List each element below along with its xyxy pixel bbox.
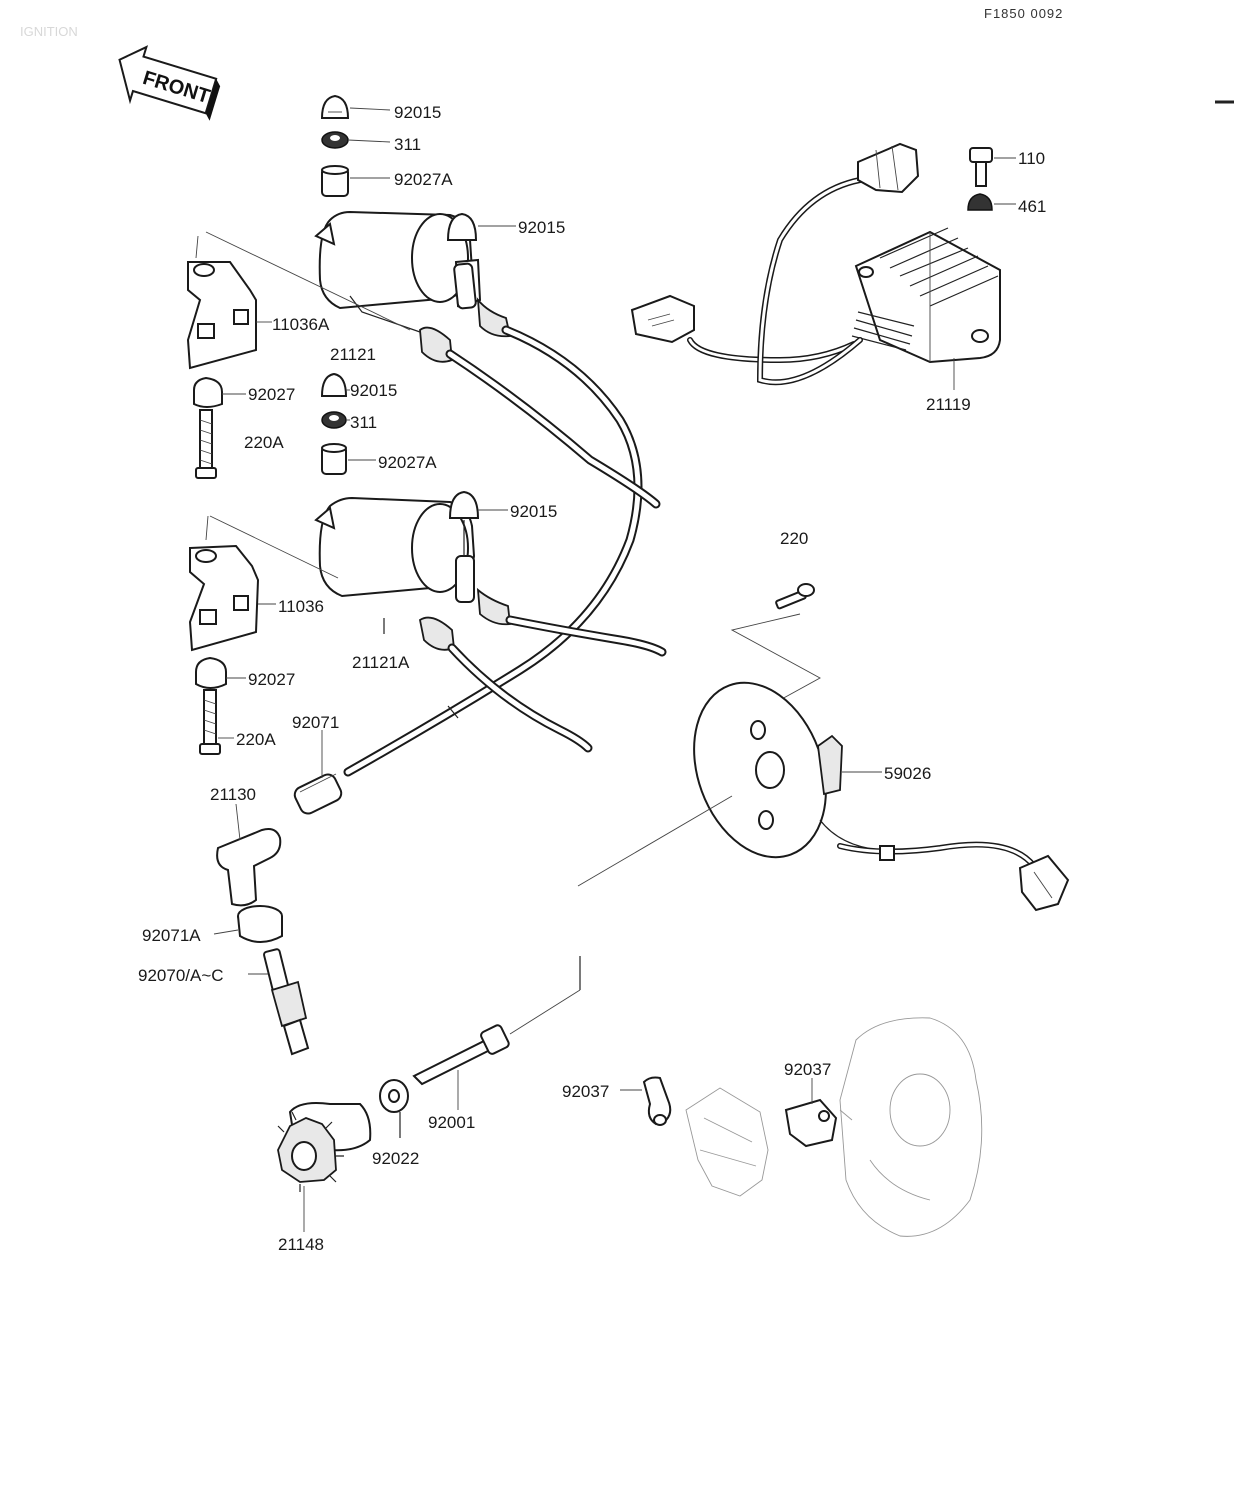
high-tension-cables-icon (343, 325, 667, 777)
leader-lines (213, 107, 1016, 1232)
front-arrow-icon: FRONT (118, 45, 221, 121)
label-92037-b: 92037 (784, 1060, 831, 1079)
regulator-wire-harness-icon (687, 177, 863, 386)
label-92027-a: 92027 (248, 385, 295, 404)
pickup-plate-59026-icon (693, 681, 881, 859)
bolt-220a-upper-icon (195, 409, 217, 479)
label-92001: 92001 (428, 1113, 475, 1132)
connector-left-icon (630, 294, 695, 344)
bolt-220a-lower-icon (199, 689, 221, 755)
plug-cap-92071-icon (293, 773, 343, 815)
ignition-coil-21121a-icon (314, 496, 511, 651)
seal-92071a-icon (237, 905, 283, 943)
timing-rotor-21148-icon (277, 1102, 372, 1192)
nut-461-icon (967, 193, 993, 211)
label-92022: 92022 (372, 1149, 419, 1168)
stator-leader-line (577, 795, 733, 887)
label-92027-b: 92027 (248, 670, 295, 689)
clamp-92037-right-icon (784, 1098, 838, 1148)
nut-311-top-icon (321, 131, 349, 149)
label-92015-a: 92015 (394, 103, 441, 122)
cap-92015-top-icon (320, 94, 350, 119)
label-311-b: 311 (350, 413, 377, 432)
pickup-wire-icon (837, 841, 1037, 869)
grommet-92027-upper-icon (193, 376, 223, 408)
ignition-coil-21121-icon (314, 210, 512, 363)
screw-leader-line (730, 613, 821, 701)
label-21148: 21148 (278, 1235, 324, 1254)
label-110: 110 (1018, 149, 1045, 168)
cap-92015-middle-icon (320, 372, 348, 397)
label-21121a: 21121A (352, 653, 410, 672)
label-92015-d: 92015 (510, 502, 557, 521)
section-title: IGNITION (20, 24, 78, 39)
label-92027a-b: 92027A (378, 453, 437, 472)
label-220: 220 (780, 529, 808, 548)
cap-92015-coil-lower-icon (448, 490, 480, 556)
label-59026: 59026 (884, 764, 931, 783)
label-92070-ac: 92070/A~C (138, 966, 224, 985)
nut-311-middle-icon (321, 411, 347, 429)
leader-bolt (509, 989, 581, 1035)
label-21130: 21130 (210, 785, 256, 804)
label-311-a: 311 (394, 135, 421, 154)
label-21119: 21119 (926, 395, 971, 414)
spark-plug-cap-21130-icon (216, 828, 282, 907)
pickup-connector-icon (1018, 854, 1070, 912)
spacer-92027a-top-icon (321, 165, 349, 197)
bracket-11036-icon (188, 515, 339, 652)
label-220a-b: 220A (236, 730, 276, 749)
label-11036a: 11036A (272, 315, 330, 334)
label-92015-c: 92015 (350, 381, 397, 400)
label-11036: 11036 (278, 597, 324, 616)
screw-220-icon (775, 583, 815, 610)
clamp-92037-left-icon (642, 1076, 672, 1126)
bracket-11036a-icon (186, 231, 411, 370)
engine-cover-right-icon (839, 1017, 983, 1237)
label-92071a: 92071A (142, 926, 201, 945)
regulator-rectifier-21119-icon (851, 227, 1001, 364)
grommet-92027-lower-icon (195, 656, 227, 689)
cover-plate-left-icon (685, 1087, 769, 1197)
washer-92022-icon (379, 1079, 409, 1138)
bolt-110-icon (969, 147, 993, 187)
reference-code: F1850 0092 (984, 6, 1063, 21)
label-461: 461 (1018, 197, 1046, 216)
connector-top-icon (857, 142, 920, 194)
cap-92015-coil-upper-icon (446, 212, 478, 241)
bolt-92001-icon (412, 1024, 510, 1086)
spark-plug-92070-icon (263, 948, 310, 1056)
label-92027a-a: 92027A (394, 170, 453, 189)
label-92037-a: 92037 (562, 1082, 609, 1101)
spacer-92027a-middle-icon (321, 443, 347, 475)
label-220a-a: 220A (244, 433, 284, 452)
label-21121: 21121 (330, 345, 376, 364)
label-92015-b: 92015 (518, 218, 565, 237)
label-92071: 92071 (292, 713, 339, 732)
